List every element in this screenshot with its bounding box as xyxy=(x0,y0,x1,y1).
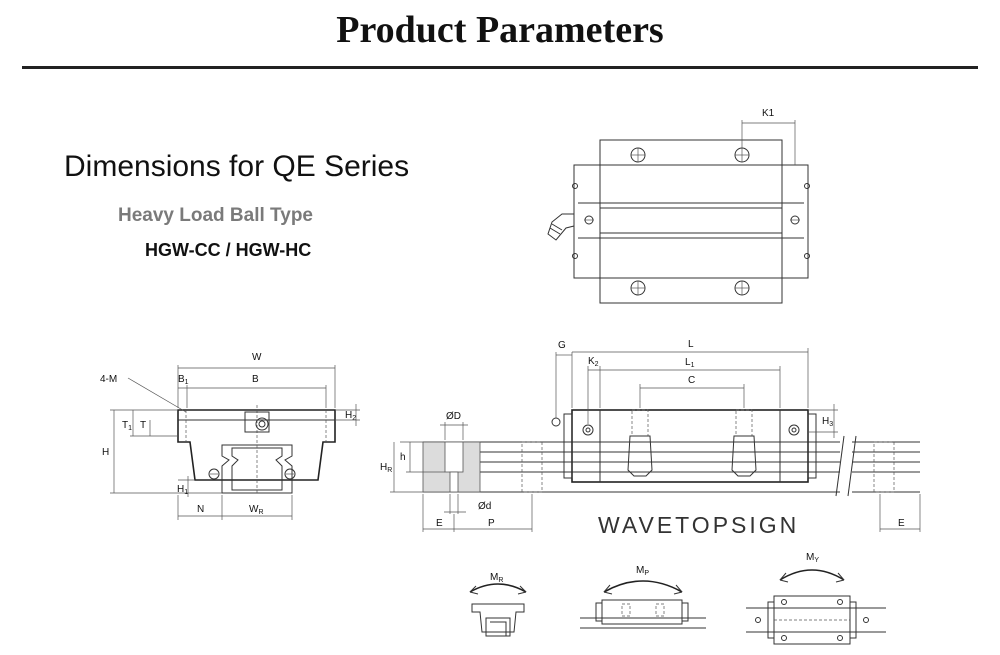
h2-label: H2 xyxy=(345,410,356,422)
b1-label: B1 xyxy=(178,374,189,386)
t1-label: T1 xyxy=(122,420,132,432)
g-label: G xyxy=(558,340,566,351)
m4-label: 4-M xyxy=(100,374,117,385)
l-label: L xyxy=(688,339,694,350)
series-type: Heavy Load Ball Type xyxy=(118,205,313,226)
k2-label: K2 xyxy=(588,356,599,368)
series-models: HGW-CC / HGW-HC xyxy=(145,240,312,260)
l1-label: L1 xyxy=(685,357,695,369)
top-view-drawing: K1 xyxy=(547,108,810,304)
e-label: E xyxy=(436,518,443,529)
moment-mr-diagram: MR xyxy=(469,572,527,637)
e2-label: E xyxy=(898,518,905,529)
brand-watermark: WAVETOPSIGN xyxy=(598,512,800,538)
k1-label: K1 xyxy=(762,108,775,119)
series-title: Dimensions for QE Series xyxy=(64,150,410,183)
moment-mp-diagram: MP xyxy=(580,565,706,629)
moment-my-diagram: MY xyxy=(746,552,886,645)
my-label: MY xyxy=(806,552,819,564)
page-title: Product Parameters xyxy=(336,9,664,51)
title-divider xyxy=(22,66,978,69)
mp-label: MP xyxy=(636,565,649,577)
side-view-drawing: G L K2 L1 C H3 ØD h HR Ød xyxy=(380,339,921,532)
h1-label: H1 xyxy=(177,484,188,496)
n-label: N xyxy=(197,504,204,515)
b-label: B xyxy=(252,374,259,385)
h-label: H xyxy=(102,447,109,458)
h-small-label: h xyxy=(400,452,406,463)
hr-label: HR xyxy=(380,462,392,474)
c-label: C xyxy=(688,375,695,386)
p-label: P xyxy=(488,518,495,529)
h3-label: H3 xyxy=(822,416,833,428)
mr-label: MR xyxy=(490,572,503,584)
od-label: ØD xyxy=(446,411,461,422)
wr-label: WR xyxy=(249,504,264,516)
d-label: Ød xyxy=(478,501,491,512)
w-label: W xyxy=(252,352,262,363)
t-label: T xyxy=(140,420,146,431)
front-view-drawing: W B1 B 4-M H T1 T H2 H1 N WR xyxy=(100,352,360,520)
